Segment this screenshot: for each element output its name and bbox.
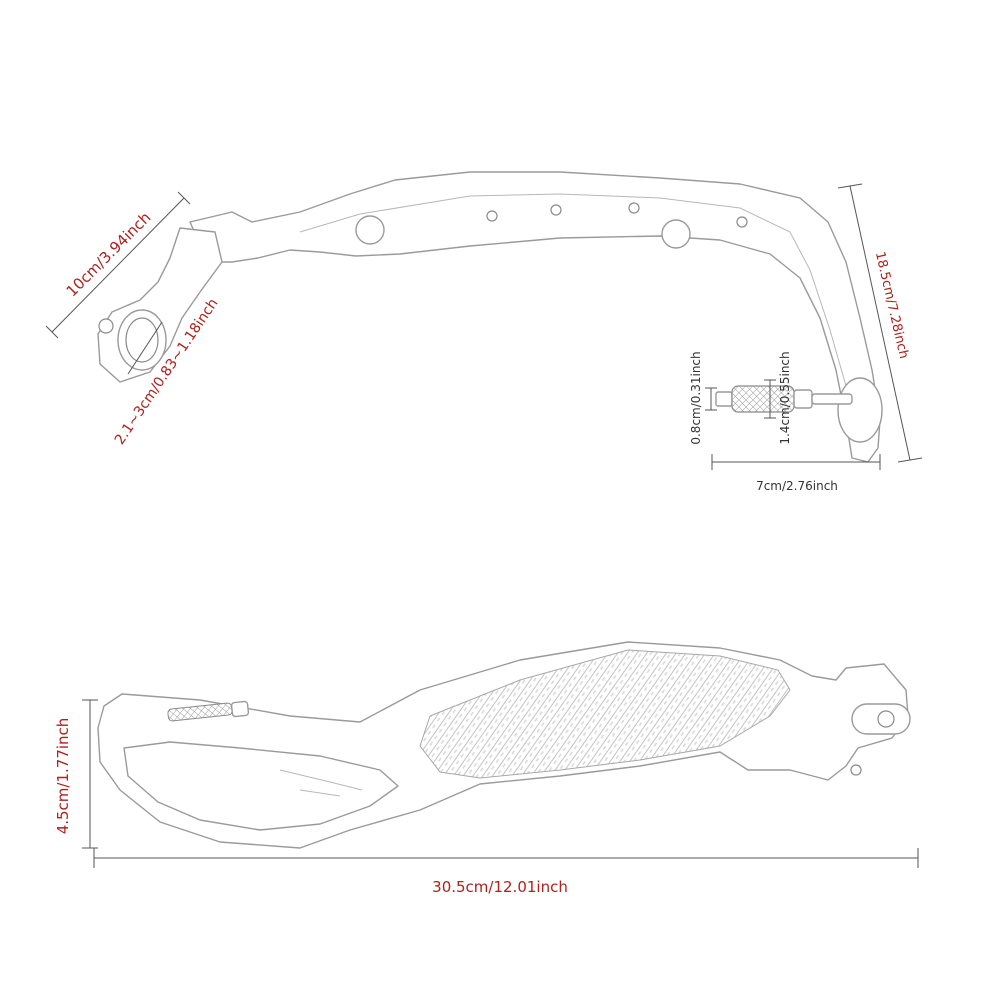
label-bolt-large-diameter: 1.4cm/0.55inch — [778, 351, 792, 444]
label-guard-length: 30.5cm/12.01inch — [432, 878, 568, 896]
lower-screw-icon — [850, 764, 862, 776]
mount-hole-1 — [486, 210, 498, 222]
label-bolt-length: 7cm/2.76inch — [756, 479, 838, 493]
rivet-boss-2 — [661, 219, 691, 249]
mount-hole-3 — [628, 202, 640, 214]
bolt-collar — [793, 389, 813, 409]
mount-hole-2 — [550, 204, 562, 216]
handguard-side-view — [97, 171, 883, 463]
front-bolt-cap — [230, 700, 250, 718]
handguard-arc-body — [189, 171, 881, 463]
label-bolt-small-diameter: 0.8cm/0.31inch — [689, 351, 703, 444]
end-fitting — [837, 377, 883, 443]
handguard-front-view — [97, 641, 911, 849]
clamp-screw-icon — [98, 318, 114, 334]
handguard-arc-bevel — [299, 193, 851, 401]
label-guard-height: 18.5cm/7.28inch — [872, 250, 911, 360]
label-guard-width: 4.5cm/1.77inch — [54, 718, 72, 835]
inner-panel — [123, 741, 399, 831]
bolt-thread-end — [715, 391, 733, 407]
rivet-boss-1 — [355, 215, 385, 245]
inner-panel-accent — [279, 769, 363, 797]
clamp-bore — [125, 317, 159, 363]
mount-bolt-icon — [877, 710, 895, 728]
bolt-shaft — [811, 393, 853, 405]
dimension-lines — [45, 183, 923, 868]
label-clamp-length: 10cm/3.94inch — [63, 209, 155, 301]
mount-hole-4 — [736, 216, 748, 228]
carbon-fiber-insert — [419, 649, 791, 779]
